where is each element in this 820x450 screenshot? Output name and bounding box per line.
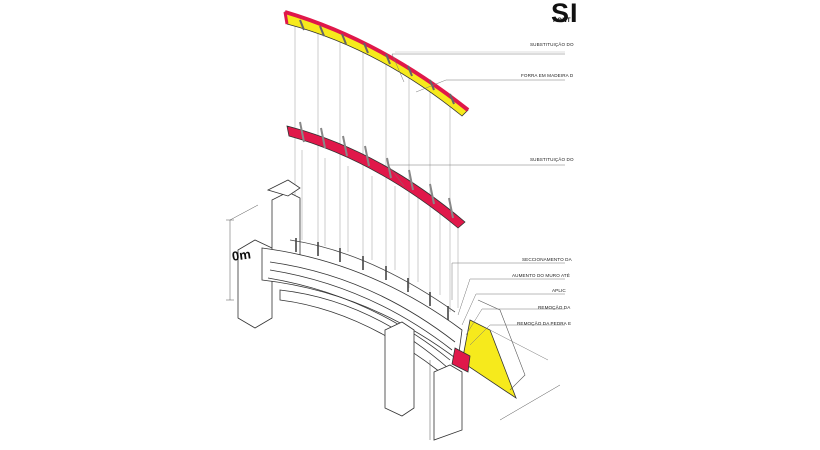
annotation-label: APLIC — [552, 288, 566, 293]
sheet-title: SI — [551, 0, 579, 28]
annotation-label: REMOÇÃO DA — [538, 305, 571, 310]
annotation-label: AUMENTO DO MURO ATÉ — [512, 273, 570, 278]
annotation-label: FORRA EM MADEIRA D — [521, 73, 574, 78]
upper-yellow-beam — [283, 10, 470, 117]
annotation-leaders — [387, 51, 565, 346]
dimension-lines — [226, 204, 561, 440]
middle-red-beam — [286, 121, 466, 229]
annotation-label: REMOÇÃO DA PEDRA E — [517, 321, 572, 326]
scale-label: 0m — [231, 246, 252, 264]
annotation-label: SUBSTITUIÇÃO DO — [530, 157, 574, 162]
bridge-structure — [237, 179, 463, 441]
sheet-subtitle: PONT — [553, 18, 571, 24]
annotation-label: SECCIONAMENTO DA — [522, 257, 572, 262]
annotation-label: SUBSTITUIÇÃO DO — [530, 42, 574, 47]
